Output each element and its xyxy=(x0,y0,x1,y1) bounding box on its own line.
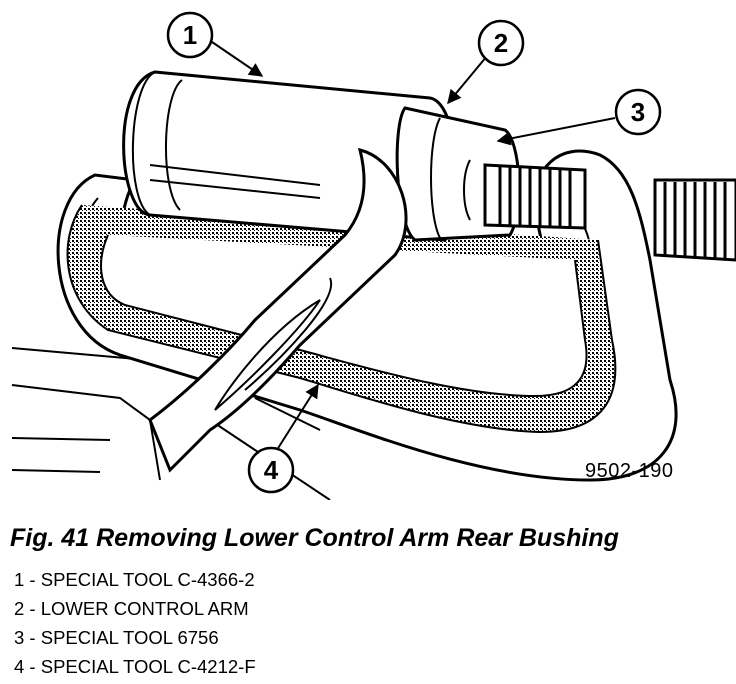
svg-text:2: 2 xyxy=(494,28,508,58)
legend-item: 1 - SPECIAL TOOL C-4366-2 xyxy=(14,569,255,590)
figure-caption: Fig. 41 Removing Lower Control Arm Rear … xyxy=(10,524,619,552)
svg-text:1: 1 xyxy=(183,20,197,50)
callout-1: 1 xyxy=(166,11,214,59)
svg-text:4: 4 xyxy=(264,455,279,485)
figure-id: 9502-190 xyxy=(585,460,674,482)
legend-list: 1 - SPECIAL TOOL C-4366-2 2 - LOWER CONT… xyxy=(14,565,256,681)
tool-illustration: 1 2 3 4 xyxy=(11,11,736,500)
callout-2: 2 xyxy=(477,19,525,67)
callout-4: 4 xyxy=(247,446,295,494)
c-frame-press xyxy=(56,149,678,482)
callout-leaders xyxy=(211,41,616,454)
lower-control-arm xyxy=(148,147,408,473)
legend-item: 3 - SPECIAL TOOL 6756 xyxy=(14,627,219,648)
callout-3: 3 xyxy=(614,88,662,136)
threaded-rod-tool xyxy=(483,163,736,262)
legend-item: 2 - LOWER CONTROL ARM xyxy=(14,598,249,619)
legend-item: 4 - SPECIAL TOOL C-4212-F xyxy=(14,656,256,677)
svg-text:3: 3 xyxy=(631,97,645,127)
